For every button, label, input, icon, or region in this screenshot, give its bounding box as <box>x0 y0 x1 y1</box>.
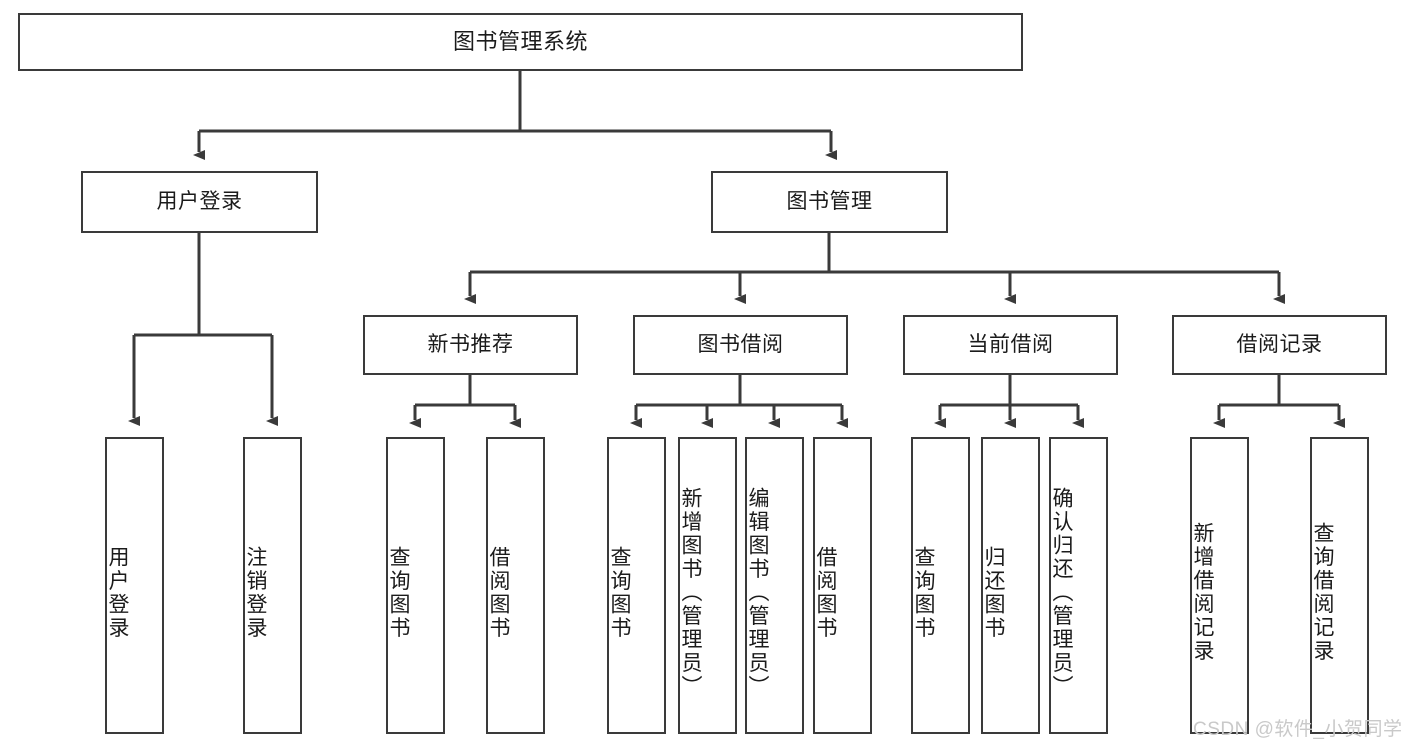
leaf-add-book-admin-label: 新增图书（管理员） <box>679 486 702 699</box>
node-current-borrow[interactable]: 当前借阅 <box>903 315 1118 375</box>
node-new-book-rec-label: 新书推荐 <box>427 332 514 356</box>
leaf-query-book-rec[interactable]: 查询图书 <box>386 437 445 734</box>
leaf-borrow-book-label: 借阅图书 <box>814 545 837 640</box>
leaf-logout-label: 注销登录 <box>244 545 267 640</box>
leaf-confirm-return-admin[interactable]: 确认归还（管理员） <box>1049 437 1108 734</box>
node-book-manage-label: 图书管理 <box>786 189 873 213</box>
leaf-query-book-rec-label: 查询图书 <box>387 545 410 640</box>
leaf-edit-book-admin-label: 编辑图书（管理员） <box>746 486 769 699</box>
node-new-book-rec[interactable]: 新书推荐 <box>363 315 578 375</box>
leaf-logout[interactable]: 注销登录 <box>243 437 302 734</box>
node-borrow-record-label: 借阅记录 <box>1236 332 1323 356</box>
leaf-add-borrow-record-label: 新增借阅记录 <box>1191 522 1214 663</box>
node-user-login-label: 用户登录 <box>156 189 243 213</box>
leaf-edit-book-admin[interactable]: 编辑图书（管理员） <box>745 437 804 734</box>
leaf-user-login-label: 用户登录 <box>106 545 129 640</box>
leaf-query-book-current[interactable]: 查询图书 <box>911 437 970 734</box>
leaf-confirm-return-admin-label: 确认归还（管理员） <box>1050 486 1073 699</box>
node-book-borrow-label: 图书借阅 <box>697 332 784 356</box>
node-current-borrow-label: 当前借阅 <box>967 332 1054 356</box>
leaf-query-borrow-record-label: 查询借阅记录 <box>1311 522 1334 663</box>
watermark: CSDN @软件_小贺同学 <box>1193 719 1403 740</box>
node-user-login[interactable]: 用户登录 <box>81 171 318 233</box>
leaf-borrow-book-rec[interactable]: 借阅图书 <box>486 437 545 734</box>
leaf-query-borrow-record[interactable]: 查询借阅记录 <box>1310 437 1369 734</box>
leaf-return-book-label: 归还图书 <box>982 545 1005 640</box>
leaf-query-book-current-label: 查询图书 <box>912 545 935 640</box>
leaf-add-borrow-record[interactable]: 新增借阅记录 <box>1190 437 1249 734</box>
leaf-return-book[interactable]: 归还图书 <box>981 437 1040 734</box>
leaf-query-book-borrow[interactable]: 查询图书 <box>607 437 666 734</box>
leaf-borrow-book[interactable]: 借阅图书 <box>813 437 872 734</box>
leaf-user-login[interactable]: 用户登录 <box>105 437 164 734</box>
node-root-label: 图书管理系统 <box>452 29 588 55</box>
leaf-add-book-admin[interactable]: 新增图书（管理员） <box>678 437 737 734</box>
node-root[interactable]: 图书管理系统 <box>18 13 1023 71</box>
node-book-borrow[interactable]: 图书借阅 <box>633 315 848 375</box>
node-book-manage[interactable]: 图书管理 <box>711 171 948 233</box>
node-borrow-record[interactable]: 借阅记录 <box>1172 315 1387 375</box>
leaf-query-book-borrow-label: 查询图书 <box>608 545 631 640</box>
leaf-borrow-book-rec-label: 借阅图书 <box>487 545 510 640</box>
